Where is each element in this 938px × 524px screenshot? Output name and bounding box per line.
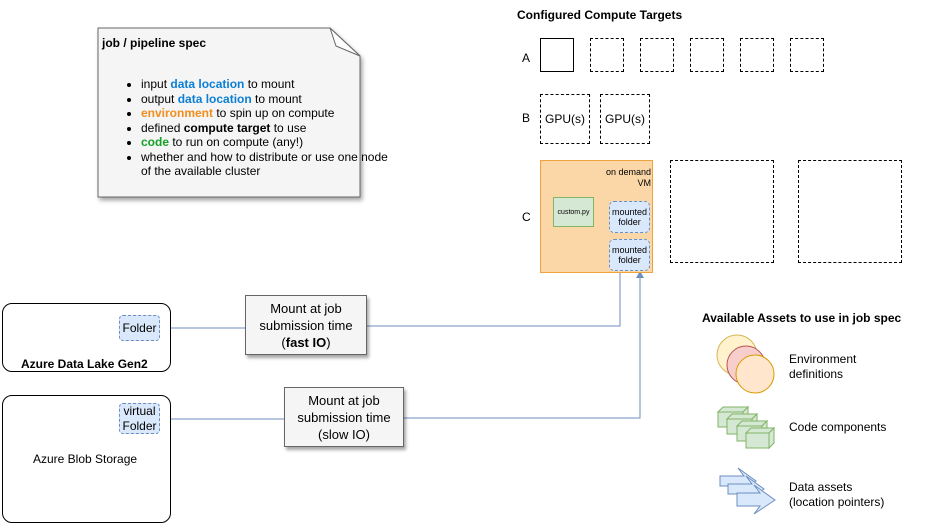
code-components-asset-icon: [716, 405, 776, 450]
spec-note-item: environment to spin up on compute: [141, 106, 391, 121]
blob-virtual-folder[interactable]: virtual Folder: [119, 403, 160, 434]
spec-note-fold: [329, 27, 361, 57]
slow-io-mount-box[interactable]: Mount at job submission time (slow IO): [284, 387, 404, 447]
compute-vm-placeholder[interactable]: [670, 160, 774, 263]
adls-folder[interactable]: Folder: [119, 315, 160, 341]
code-components-label: Code components: [789, 420, 887, 434]
gpu-label: GPU(s): [605, 112, 645, 126]
adls-name: Azure Data Lake Gen2: [21, 357, 148, 371]
spec-note-shape: [97, 27, 361, 198]
row-label-c: C: [522, 210, 531, 224]
row-label-b: B: [522, 111, 531, 125]
connector-slow-mount-to-vm: [404, 271, 644, 419]
data-assets-asset-icon: [719, 467, 776, 515]
slow-mount-line1: Mount at job: [308, 392, 380, 408]
spec-note-item: output data location to mount: [141, 92, 391, 107]
spec-note-keyword: data location: [170, 77, 245, 91]
vm-label: on demand VM: [605, 167, 651, 188]
gpu-label: GPU(s): [545, 112, 585, 126]
compute-node-idle[interactable]: [690, 38, 724, 72]
mounted-folder-output[interactable]: mounted folder: [609, 239, 650, 271]
compute-targets-title: Configured Compute Targets: [517, 8, 683, 22]
spec-note-keyword: code: [141, 135, 170, 149]
fast-mount-line3: (fast IO): [281, 334, 331, 350]
spec-note-item: input data location to mount: [141, 77, 391, 92]
row-label-a: A: [522, 51, 531, 65]
compute-vm-placeholder[interactable]: [798, 160, 902, 263]
compute-node-idle[interactable]: [740, 38, 774, 72]
fast-mount-line2: submission time: [259, 317, 353, 333]
compute-node-active[interactable]: [540, 38, 574, 72]
spec-note-list: input data location to mountoutput data …: [118, 77, 391, 179]
spec-note-keyword: compute target: [183, 120, 271, 135]
spec-note-keyword: environment: [141, 106, 214, 120]
spec-note-item: code to run on compute (any!): [141, 135, 391, 150]
spec-note-title: job / pipeline spec: [102, 36, 207, 50]
compute-node-idle[interactable]: [640, 38, 674, 72]
environment-assets-label: Environment definitions: [789, 352, 857, 381]
mounted-folder-input[interactable]: mounted folder: [609, 201, 650, 233]
assets-title: Available Assets to use in job spec: [702, 311, 902, 325]
compute-node-idle[interactable]: [790, 38, 824, 72]
spec-note-item: whether and how to distribute or use one…: [141, 150, 391, 179]
fast-mount-line1: Mount at job: [270, 300, 342, 316]
data-assets-label: Data assets (location pointers): [789, 480, 885, 509]
fast-io-label: fast IO: [285, 334, 327, 350]
blob-name: Azure Blob Storage: [33, 452, 138, 466]
custom-script-box[interactable]: custom.py: [553, 197, 594, 227]
gpu-node[interactable]: GPU(s): [540, 94, 590, 144]
spec-note-keyword: data location: [177, 91, 252, 106]
fast-io-mount-box[interactable]: Mount at job submission time (fast IO): [245, 295, 367, 355]
slow-mount-line2: submission time: [297, 409, 391, 425]
spec-note-item: defined compute target to use: [141, 121, 391, 136]
compute-node-idle[interactable]: [590, 38, 624, 72]
gpu-node[interactable]: GPU(s): [600, 94, 650, 144]
slow-mount-line3: (slow IO): [318, 426, 370, 442]
environment-asset-icon: [716, 334, 775, 394]
custom-script-label: custom.py: [557, 208, 590, 216]
